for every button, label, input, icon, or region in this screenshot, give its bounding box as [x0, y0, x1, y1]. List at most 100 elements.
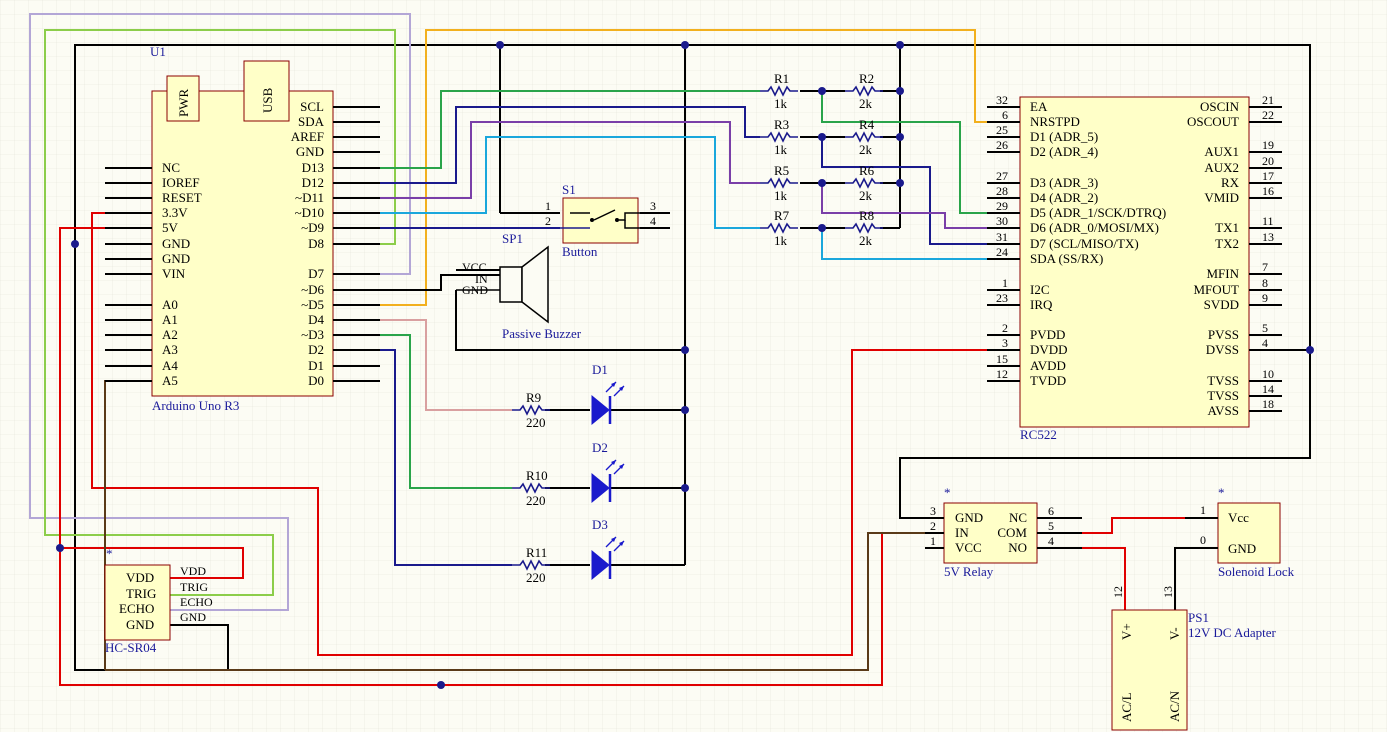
ps1-acn: AC/N [1167, 690, 1182, 722]
rc522-left-pin-label: IRQ [1030, 297, 1053, 312]
rc522-right-pin-num: 22 [1262, 108, 1274, 122]
rc522-right-pin-num: 18 [1262, 397, 1274, 411]
rc522-left-pin-label: SDA (SS/RX) [1030, 251, 1103, 266]
rc522-right-pin-label: TX1 [1215, 220, 1239, 235]
u1-left-pin-label: A2 [162, 327, 178, 342]
u1-right-pin-label: ~D6 [301, 282, 324, 297]
ps1-name: 12V DC Adapter [1188, 625, 1277, 640]
wire-buzzer-gnd [455, 290, 685, 351]
resistor-r2[interactable]: R2 2k [845, 71, 883, 111]
s1-pin1: 1 [545, 199, 551, 213]
resistor-value: 220 [526, 415, 546, 430]
ps1-ref: PS1 [1188, 610, 1209, 625]
led-ref: D2 [592, 440, 608, 455]
led-ref: D1 [592, 362, 608, 377]
resistor-zigzag [760, 85, 798, 97]
relay-star: * [944, 485, 951, 500]
resistor-zigzag [760, 177, 798, 189]
resistor-ref: R4 [859, 117, 875, 132]
sp1-ref: SP1 [502, 231, 523, 246]
lock-name: Solenoid Lock [1218, 564, 1295, 579]
relay-body [943, 502, 1038, 564]
u1-left-pin-label: A5 [162, 373, 178, 388]
button-s1[interactable]: S1 Button 1 2 3 4 [545, 182, 656, 259]
relay-right-label: NC [1009, 510, 1027, 525]
hc-sr04-sensor[interactable]: * HC-SR04 VDD TRIG ECHO GND VDD TRIG ECH… [104, 546, 213, 655]
rc522-right-pin-num: 17 [1262, 169, 1274, 183]
u1-left-pin-label: NC [162, 160, 180, 175]
resistor-zigzag [512, 404, 550, 416]
rc522-right-pin-num: 4 [1262, 336, 1268, 350]
led-d3[interactable]: D3 [591, 517, 625, 581]
sp1-name: Passive Buzzer [502, 326, 582, 341]
rc522-right-pin-label: TVSS [1207, 388, 1239, 403]
rc522-left-pin-label: D1 (ADR_5) [1030, 129, 1098, 144]
rc522-right-pin-label: SVDD [1204, 297, 1239, 312]
rc522-right-pin-label: VMID [1204, 190, 1239, 205]
u1-right-pin-label: D2 [308, 342, 324, 357]
rc522-left-pin-num: 23 [996, 291, 1008, 305]
u1-right-pin-label: GND [296, 144, 324, 159]
rc522-right-pin-num: 13 [1262, 230, 1274, 244]
rc522-right-pin-label: MFIN [1206, 266, 1239, 281]
u1-right-pin-label: D13 [302, 160, 324, 175]
rc522-right-pin-label: AVSS [1207, 403, 1239, 418]
hcsr04-pin-trig: TRIG [126, 586, 156, 601]
resistor-value: 2k [859, 233, 873, 248]
resistor-ref: R9 [526, 390, 541, 405]
resistor-zigzag [512, 482, 550, 494]
led-d2[interactable]: D2 [591, 440, 625, 504]
u1-ref: U1 [150, 44, 166, 59]
buzzer-body [499, 266, 523, 303]
rc522-left-pin-label: D3 (ADR_3) [1030, 175, 1098, 190]
buzzer-sp1[interactable]: SP1 Passive Buzzer VCC IN GND [456, 231, 582, 341]
resistor-r9[interactable]: R9 220 [512, 390, 550, 430]
hcsr04-pin-gnd: GND [126, 617, 154, 632]
pwr-badge: PWR [176, 89, 191, 118]
rc522-right-pin-label: AUX2 [1204, 160, 1239, 175]
rc522-left-pin-label: D2 (ADR_4) [1030, 144, 1098, 159]
led-d1[interactable]: D1 [591, 362, 625, 426]
resistor-ref: R7 [774, 208, 790, 223]
u1-left-pin-label: A4 [162, 358, 178, 373]
rc522-left-pin-num: 12 [996, 367, 1008, 381]
rc522-left-pin-num: 24 [996, 245, 1008, 259]
wires [29, 13, 1311, 686]
arduino-uno[interactable]: PWR USB U1 Arduino Uno R3 NCIOREFRESET3.… [105, 44, 380, 413]
u1-right-pin-label: ~D11 [295, 190, 324, 205]
power-supply-ps1[interactable]: PS1 12V DC Adapter 12 13 V+ V- AC/L AC/N [1111, 586, 1277, 731]
hcsr04-body [104, 564, 171, 641]
relay-left-num: 1 [930, 534, 936, 548]
rc522-body [1019, 96, 1250, 428]
ps1-vplus: V+ [1119, 623, 1134, 640]
u1-right-pin-label: D0 [308, 373, 324, 388]
u1-left-pin-label: 3.3V [162, 205, 188, 220]
rc522-right-pin-num: 20 [1262, 154, 1274, 168]
wire-d5-ea [333, 29, 1020, 306]
resistor-ref: R10 [526, 468, 548, 483]
resistor-value: 2k [859, 96, 873, 111]
resistor-ref: R2 [859, 71, 874, 86]
resistor-zigzag [760, 131, 798, 143]
rc522-left-pin-label: D7 (SCL/MISO/TX) [1030, 236, 1139, 251]
wire-d10-r7 [333, 136, 760, 229]
wire-no-ps1 [1080, 547, 1126, 610]
wire-a5-relay-in [105, 532, 925, 671]
solenoid-lock[interactable]: * Solenoid Lock 1 0 Vcc GND [1185, 485, 1295, 579]
wire-d13-r1 [333, 90, 760, 169]
wire-3v3 [91, 212, 1020, 656]
u1-left-pin-label: 5V [162, 220, 179, 235]
relay-right-num: 6 [1048, 504, 1054, 518]
